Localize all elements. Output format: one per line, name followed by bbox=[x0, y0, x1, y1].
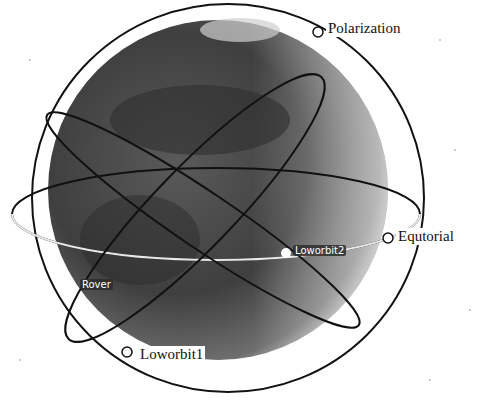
satellite-marker bbox=[122, 347, 132, 357]
satellite-marker bbox=[281, 248, 291, 258]
low-orbit-one bbox=[40, 49, 350, 366]
planet-light bbox=[48, 20, 388, 360]
equatorial-orbit-back bbox=[12, 168, 420, 260]
planet bbox=[48, 20, 388, 360]
rover-marker bbox=[72, 284, 77, 289]
orbit-label: Polarization bbox=[326, 20, 402, 37]
orbit-label: Loworbit2 bbox=[293, 245, 346, 256]
equatorial-orbit-front bbox=[12, 214, 420, 260]
satellite-marker bbox=[383, 233, 393, 243]
polar-cap bbox=[200, 18, 280, 42]
polar-orbit bbox=[32, 4, 424, 392]
orbit-label: Equtorial bbox=[396, 228, 456, 245]
orbit-label: Loworbit1 bbox=[138, 346, 205, 363]
low-orbit-two bbox=[31, 92, 374, 349]
orbit-label: Rover bbox=[80, 279, 113, 290]
satellite-marker bbox=[313, 27, 323, 37]
